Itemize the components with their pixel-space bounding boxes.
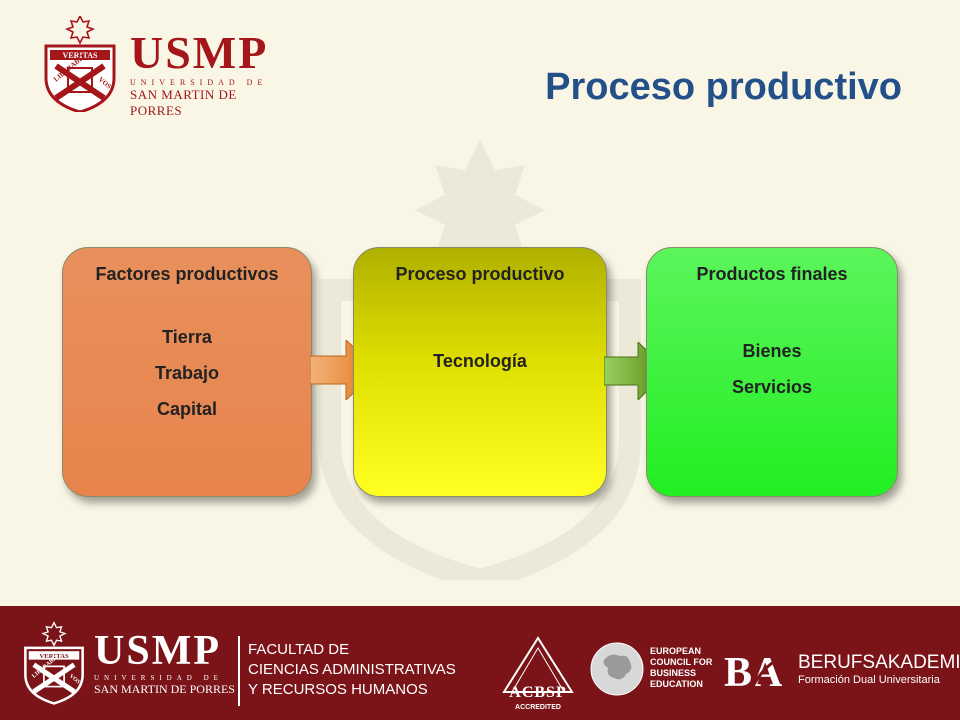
box-heading: Factores productivos: [95, 264, 279, 284]
box-proceso-productivo: Proceso productivo Tecnología: [353, 247, 607, 497]
page-title: Proceso productivo: [545, 66, 902, 108]
eceb-line: EDUCATION: [650, 679, 703, 689]
acbsp-status: ACCREDITED: [515, 704, 561, 711]
box-item: Tierra: [162, 327, 212, 347]
brand-full-name: SAN MARTIN DE PORRES: [130, 87, 237, 118]
box-item: Servicios: [731, 377, 813, 397]
footer: VERITAS LIBERABIT VOS USMP UNIVERSIDAD D…: [0, 606, 960, 720]
acbsp-logo: ACBSP ACCREDITED: [500, 634, 576, 714]
box-productos-finales: Productos finales Bienes Servicios: [646, 247, 898, 497]
footer-faculty: FACULTAD DE CIENCIAS ADMINISTRATIVAS Y R…: [248, 640, 456, 700]
footer-brand-name: USMP: [94, 628, 221, 674]
faculty-line: Y RECURSOS HUMANOS: [248, 681, 428, 698]
footer-divider: [238, 636, 240, 706]
eceb-line: BUSINESS: [650, 668, 697, 678]
globe-icon: [590, 642, 644, 696]
shield-motto-1: VERITAS: [39, 653, 69, 660]
brand-subline: UNIVERSIDAD DE: [130, 78, 268, 87]
box-item: Capital: [156, 399, 217, 419]
shield-motto-1: VERITAS: [63, 51, 99, 60]
box-item: Tecnología: [433, 351, 527, 371]
box-heading: Productos finales: [696, 264, 848, 284]
faculty-line: FACULTAD DE: [248, 641, 350, 658]
box-factores-productivos: Factores productivos Tierra Trabajo Capi…: [62, 247, 312, 497]
box-item: Trabajo: [154, 363, 220, 383]
eceb-line: COUNCIL FOR: [650, 657, 713, 667]
brand-text: USMP UNIVERSIDAD DE SAN MARTIN DE PORRES: [130, 30, 292, 119]
footer-brand-subline: UNIVERSIDAD DE: [94, 674, 223, 682]
acbsp-triangle-icon: [502, 636, 574, 693]
ba-name: BERUFSAKADEMIE: [798, 652, 960, 673]
watermark-shield-icon: [319, 140, 641, 580]
box-item: Bienes: [742, 341, 802, 361]
ba-tagline: Formación Dual Universitaria: [798, 674, 940, 686]
faculty-line: CIENCIAS ADMINISTRATIVAS: [248, 661, 456, 678]
acbsp-name: ACBSP: [509, 684, 567, 701]
usmp-shield-icon: VERITAS LIBERABIT VOS: [24, 621, 84, 705]
usmp-logo: VERITAS LIBERABIT VOS USMP UNIVERSIDAD D…: [42, 16, 292, 119]
usmp-shield-icon: VERITAS LIBERABIT VOS: [44, 16, 116, 112]
footer-brand: USMP UNIVERSIDAD DE SAN MARTIN DE PORRES: [94, 630, 235, 697]
eceb-line: EUROPEAN: [650, 646, 702, 656]
footer-brand-full-name: SAN MARTIN DE PORRES: [94, 682, 235, 696]
box-heading: Proceso productivo: [395, 264, 565, 284]
brand-name: USMP: [130, 27, 269, 78]
eceb-logo: EUROPEAN COUNCIL FOR BUSINESS EDUCATION: [650, 646, 712, 690]
ba-mark-icon: BA: [724, 650, 794, 692]
